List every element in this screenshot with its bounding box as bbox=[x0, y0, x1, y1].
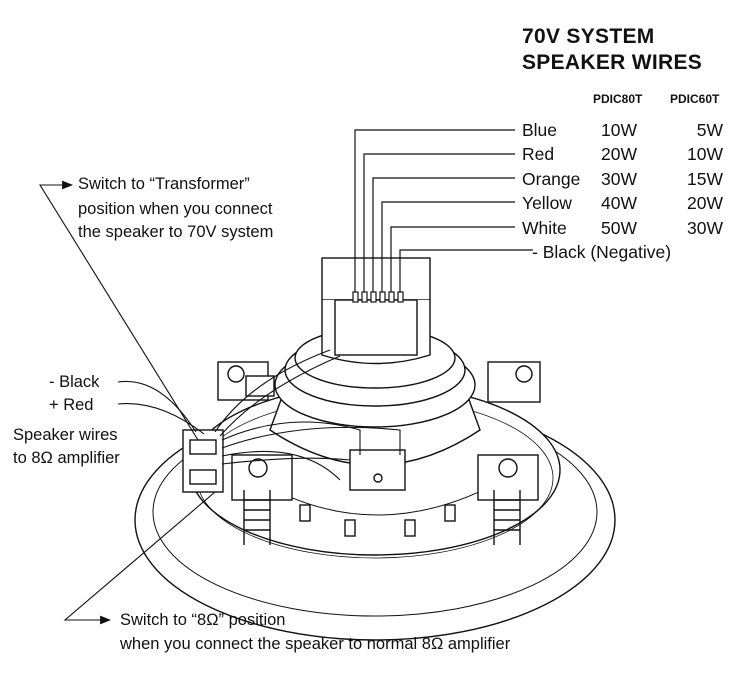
red-wire-label: + Red bbox=[49, 396, 94, 414]
wattage-pdic80t: 20W bbox=[601, 144, 637, 164]
wire-color-label: Blue bbox=[522, 120, 558, 140]
mounting-clamp-left-rear bbox=[217, 361, 275, 401]
wattage-pdic80t: 30W bbox=[601, 169, 637, 189]
wattage-pdic60t: 15W bbox=[687, 169, 723, 189]
wattage-pdic80t: 50W bbox=[601, 218, 637, 238]
negative-wire-label: - Black (Negative) bbox=[532, 242, 672, 262]
transformer-note-line3: the speaker to 70V system bbox=[78, 223, 274, 241]
wattage-pdic60t: 30W bbox=[687, 218, 723, 238]
transformer-note-line2: position when you connect bbox=[78, 200, 273, 218]
wire-white bbox=[390, 226, 515, 292]
eight-ohm-note-line1: Switch to “8Ω” position bbox=[120, 611, 286, 629]
speaker-wires-label-line2: to 8Ω amplifier bbox=[13, 449, 120, 467]
diagram-title-line1: 70V SYSTEM bbox=[522, 25, 655, 48]
mounting-clamp-left-front bbox=[231, 454, 293, 545]
wattage-pdic60t: 10W bbox=[687, 144, 723, 164]
wattage-pdic60t: 20W bbox=[687, 193, 723, 213]
wire-color-label: Orange bbox=[522, 169, 581, 189]
wire-color-label: Red bbox=[522, 144, 555, 164]
external-wire-black bbox=[117, 380, 197, 433]
eight-ohm-note-line2: when you connect the speaker to normal 8… bbox=[120, 635, 511, 653]
wire-red bbox=[363, 153, 515, 292]
speaker-wires-label-line1: Speaker wires bbox=[13, 426, 118, 444]
mounting-clamp-right-front bbox=[477, 454, 539, 545]
terminal-block bbox=[349, 449, 406, 491]
wire-orange bbox=[372, 177, 515, 292]
wire-color-label: White bbox=[522, 218, 567, 238]
wattage-pdic60t: 5W bbox=[696, 120, 723, 140]
external-wire-red bbox=[117, 403, 205, 435]
transformer-note-line1: Switch to “Transformer” bbox=[78, 175, 250, 193]
wattage-pdic80t: 10W bbox=[601, 120, 637, 140]
wattage-pdic80t: 40W bbox=[601, 193, 637, 213]
wire-yellow bbox=[381, 201, 515, 292]
black-wire-label: - Black bbox=[49, 373, 100, 391]
arrow-8ohm-note bbox=[63, 491, 216, 625]
wire-color-label: Yellow bbox=[522, 193, 572, 213]
arrow-transformer-note bbox=[39, 180, 199, 441]
diagram-title-line2: SPEAKER WIRES bbox=[522, 51, 703, 74]
column-header-pdic60t: PDIC60T bbox=[670, 92, 720, 106]
wire-blue bbox=[354, 129, 515, 292]
wire-black bbox=[399, 249, 533, 292]
mounting-clamp-right-rear bbox=[487, 361, 541, 403]
column-header-pdic80t: PDIC80T bbox=[593, 92, 643, 106]
